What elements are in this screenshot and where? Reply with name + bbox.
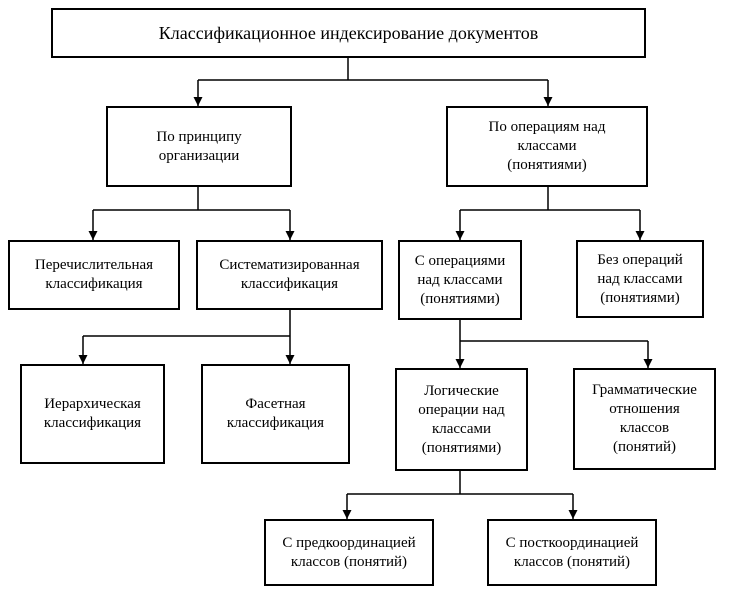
- root-node: Классификационное индексирование докумен…: [51, 8, 646, 58]
- systematized-classification-node: Систематизированная классификация: [196, 240, 383, 310]
- by-class-operations-node: По операциям над классами (понятиями): [446, 106, 648, 187]
- connector-systematized-split: [83, 310, 291, 337]
- enumerative-classification-node: Перечислительная классификация: [8, 240, 180, 310]
- connector-root-split: [198, 57, 548, 81]
- connector-logical-split: [347, 470, 573, 495]
- faceted-classification-node: Фасетная классификация: [201, 364, 350, 464]
- connector-operations-split: [460, 186, 640, 211]
- with-operations-node: С операциями над классами (понятиями): [398, 240, 522, 320]
- grammatical-relations-node: Грамматические отношения классов (поняти…: [573, 368, 716, 470]
- precoordination-node: С предкоординацией классов (понятий): [264, 519, 434, 586]
- connector-with-operations-split: [459, 320, 648, 342]
- hierarchical-classification-node: Иерархическая классификация: [20, 364, 165, 464]
- postcoordination-node: С посткоординацией классов (понятий): [487, 519, 657, 586]
- connector-organization-split: [93, 186, 290, 211]
- without-operations-node: Без операций над классами (понятиями): [576, 240, 704, 318]
- logical-operations-node: Логические операции над классами (поняти…: [395, 368, 528, 471]
- by-organization-node: По принципу организации: [106, 106, 292, 187]
